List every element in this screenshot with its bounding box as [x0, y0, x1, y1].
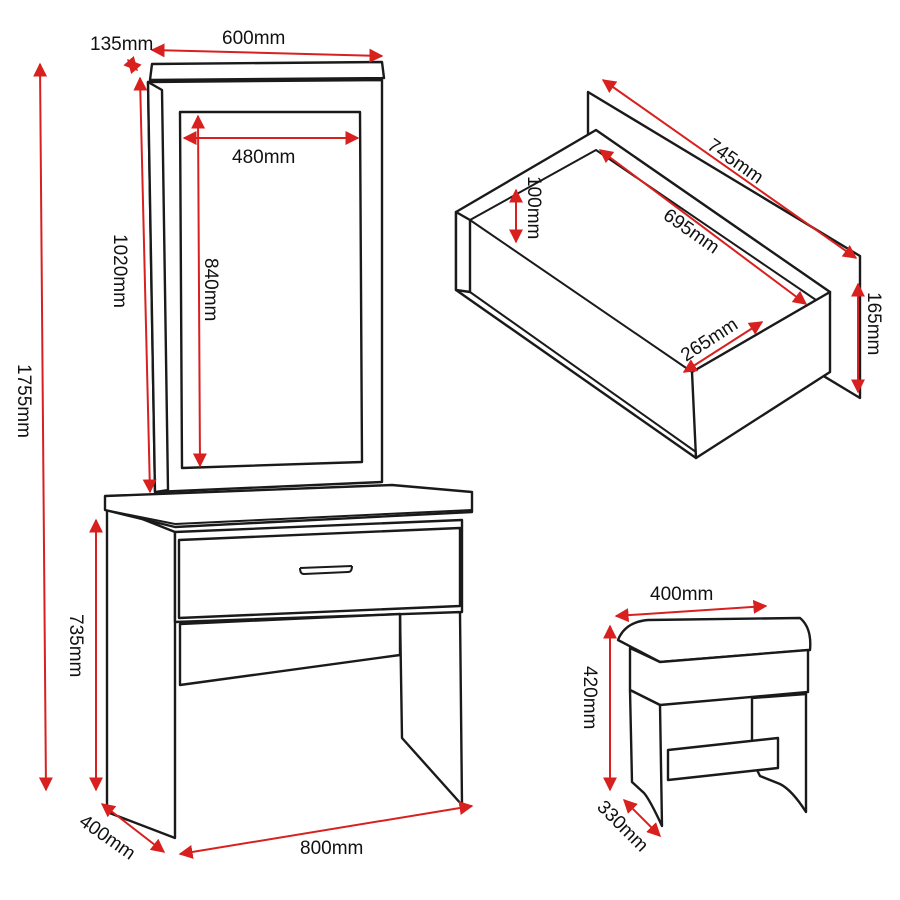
drawer-left-face	[454, 210, 472, 294]
dim-stool-depth	[623, 799, 661, 837]
drawer-end-face	[690, 290, 832, 460]
label-stool-height: 420mm	[579, 666, 600, 729]
dim-overall-height	[33, 62, 53, 792]
label-drawer-front-height: 165mm	[863, 292, 884, 355]
stool	[616, 616, 812, 828]
table-top-edge	[104, 509, 176, 525]
dim-drawer-inner-length	[598, 149, 808, 305]
dressing-table	[103, 483, 474, 840]
label-overall-height: 1755mm	[13, 364, 34, 438]
table-top-front-edge	[174, 509, 473, 525]
drawer	[454, 90, 862, 460]
label-table-height: 735mm	[65, 614, 86, 677]
label-mirror-depth: 135mm	[90, 34, 153, 55]
dim-drawer-inner-width	[682, 321, 764, 373]
table-modesty-panel	[178, 612, 402, 687]
label-stool-width: 400mm	[650, 584, 713, 605]
dim-table-width	[178, 801, 474, 859]
mirror-glass	[178, 110, 364, 470]
table-right-leg	[398, 610, 464, 807]
dim-stool-width	[614, 599, 768, 623]
dim-table-depth	[100, 803, 166, 853]
drawer-bottom-edge	[469, 291, 697, 453]
label-glass-height: 840mm	[200, 258, 221, 321]
drawer-handle	[299, 565, 353, 575]
dim-mirror-height	[133, 76, 157, 494]
label-table-width: 800mm	[300, 838, 363, 859]
dimension-lines	[33, 43, 865, 859]
label-drawer-inner-depth: 100mm	[523, 176, 544, 239]
dim-mirror-depth	[123, 55, 142, 75]
label-mirror-width: 600mm	[222, 28, 285, 49]
mirror-crown	[148, 60, 386, 82]
stool-stretcher	[666, 736, 780, 782]
dim-mirror-width	[150, 43, 384, 63]
label-mirror-height: 1020mm	[109, 234, 130, 308]
stool-left-panel	[628, 688, 664, 828]
label-stool-depth: 330mm	[592, 797, 652, 857]
table-side-panel	[105, 503, 177, 840]
label-glass-width: 480mm	[232, 147, 295, 168]
dim-glass-height	[191, 114, 207, 468]
stool-cushion	[616, 616, 812, 664]
mirror	[146, 60, 386, 494]
